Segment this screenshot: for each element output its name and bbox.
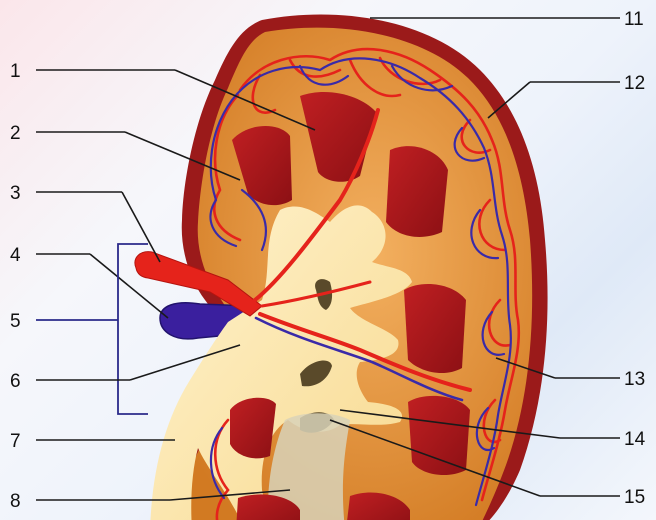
label-13: 13 [624,369,645,390]
label-6: 6 [10,371,21,392]
renal-pyramid-6 [230,398,276,459]
renal-pyramid-5 [408,396,470,475]
label-15: 15 [624,487,645,508]
label-1: 1 [10,61,21,82]
renal-pyramid-4 [404,284,466,373]
label-5: 5 [10,311,21,332]
label-14: 14 [624,429,646,450]
label-4: 4 [10,245,21,266]
label-2: 2 [10,123,21,144]
label-11: 11 [624,9,644,30]
label-12: 12 [624,73,645,94]
label-7: 7 [10,431,21,452]
label-3: 3 [10,183,21,204]
renal-pyramid-3 [386,146,448,237]
label-8: 8 [10,491,21,512]
leader-line-3b [122,192,160,262]
